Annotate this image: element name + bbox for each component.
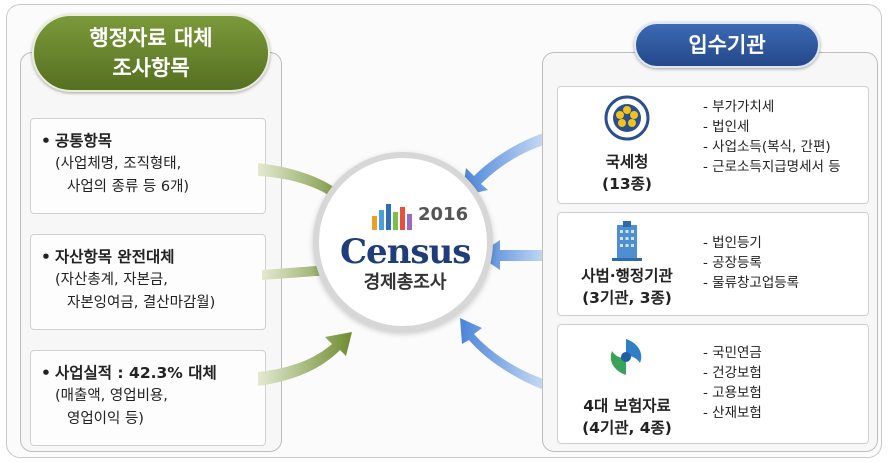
replacement-items-header-line-2: 조사항목 — [112, 56, 190, 80]
insurance-logo-icon — [610, 339, 642, 375]
list-item: - 사업소득(복식, 간편) — [703, 139, 831, 155]
business-results-detail-2: 영업이익 등) — [67, 411, 144, 427]
judicial-admin-box: 사법·행정기관 (3기관, 3종) - 법인등기 - 공장등록 - 물류창고업등… — [557, 212, 869, 316]
tax-office-list: - 부가가치세 - 법인세 - 사업소득(복식, 간편) - 근로소득지급명세서… — [703, 97, 841, 177]
replacement-items-header-line-1: 행정자료 대체 — [89, 26, 213, 50]
common-items-detail-1: (사업체명, 조직형태, — [55, 156, 182, 172]
asset-items-detail-2: 자본잉여금, 결산마감월) — [67, 295, 216, 311]
list-item: - 물류창고업등록 — [703, 275, 800, 291]
list-item: - 법인세 — [703, 119, 750, 135]
census-bars-icon — [372, 204, 412, 230]
bullet: • — [41, 132, 51, 150]
asset-items-detail-1: (자산총계, 자본금, — [55, 272, 168, 288]
tax-office-count: (13종) — [602, 175, 652, 193]
census-logo-text: Census — [340, 232, 471, 272]
list-item: - 공장등록 — [703, 255, 762, 271]
insurance-box: 4대 보험자료 (4기관, 4종) - 국민연금 - 건강보험 - 고용보험 -… — [557, 324, 869, 444]
bullet: • — [41, 248, 51, 266]
bullet: • — [41, 364, 51, 382]
business-results-detail-1: (매출액, 영업비용, — [55, 388, 168, 404]
list-item: - 부가가치세 — [703, 99, 775, 115]
insurance-list: - 국민연금 - 건강보험 - 고용보험 - 산재보험 — [703, 343, 762, 423]
list-item: - 법인등기 — [703, 235, 762, 251]
asset-items-title: •자산항목 완전대체 — [41, 245, 257, 269]
arrow-judicial-admin — [478, 240, 560, 270]
replacement-items-header: 행정자료 대체 조사항목 — [32, 14, 270, 92]
common-items-detail-2: 사업의 종류 등 6개) — [67, 179, 190, 195]
common-items-box: •공통항목 (사업체명, 조직형태, 사업의 종류 등 6개) — [30, 118, 266, 214]
list-item: - 근로소득지급명세서 등 — [703, 159, 841, 175]
asset-items-box: •자산항목 완전대체 (자산총계, 자본금, 자본잉여금, 결산마감월) — [30, 234, 266, 330]
business-results-box: •사업실적 : 42.3% 대체 (매출액, 영업비용, 영업이익 등) — [30, 350, 266, 446]
tax-office-name: 국세청 — [605, 153, 649, 171]
census-year: 2016 — [418, 204, 469, 225]
list-item: - 산재보험 — [703, 405, 762, 421]
arrow-insurance — [460, 318, 562, 396]
source-agencies-header: 입수기관 — [634, 22, 820, 68]
list-item: - 건강보험 — [703, 365, 762, 381]
list-item: - 국민연금 — [703, 345, 762, 361]
insurance-count: (4기관, 4종) — [582, 419, 672, 437]
insurance-name: 4대 보험자료 — [583, 397, 671, 415]
arrow-business-results — [258, 332, 352, 386]
government-building-icon — [612, 221, 642, 261]
judicial-admin-name: 사법·행정기관 — [581, 267, 673, 285]
judicial-admin-list: - 법인등기 - 공장등록 - 물류창고업등록 — [703, 233, 799, 293]
census-subtitle: 경제총조사 — [363, 272, 447, 293]
tax-office-box: 국세청 (13종) - 부가가치세 - 법인세 - 사업소득(복식, 간편) -… — [557, 86, 869, 204]
common-items-title: •공통항목 — [41, 129, 257, 153]
arrow-tax-office — [462, 128, 562, 196]
arrow-common-items — [258, 163, 352, 206]
business-results-title: •사업실적 : 42.3% 대체 — [41, 361, 257, 385]
tax-office-seal-icon — [604, 95, 650, 141]
list-item: - 고용보험 — [703, 385, 762, 401]
judicial-admin-count: (3기관, 3종) — [582, 289, 672, 307]
census-circle — [313, 152, 493, 332]
